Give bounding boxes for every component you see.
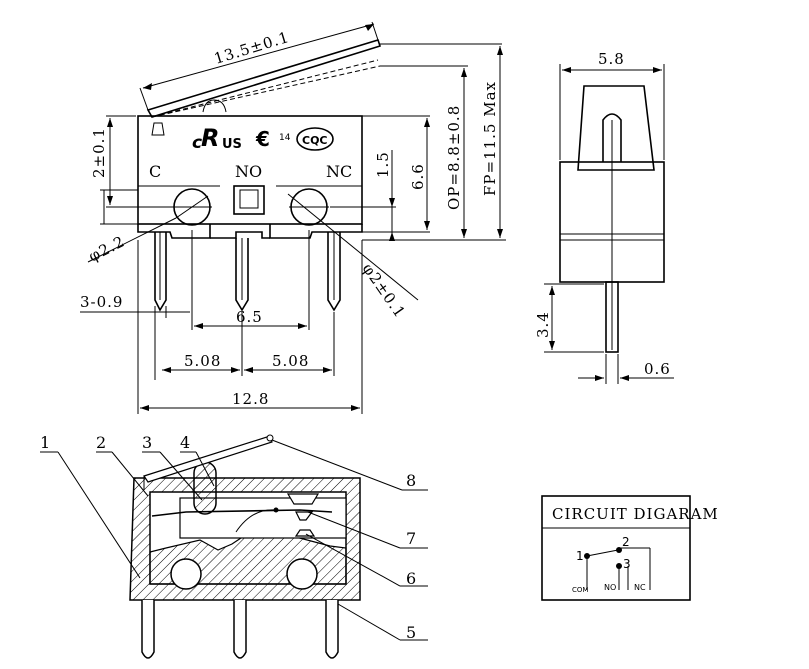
ce-number: 14 — [279, 133, 291, 143]
callout-5: 5 — [406, 623, 416, 642]
terminal-2: 2 — [622, 535, 630, 549]
terminal-com: COM — [572, 586, 588, 594]
dim-hole-right: φ2±0.1 — [359, 260, 410, 322]
dim-hole-left: φ2.2 — [86, 232, 128, 265]
ul-c-mark: c — [192, 133, 202, 153]
circuit-diagram: CIRCUIT DIGARAM 1 2 3 COM NO NC — [541, 495, 719, 601]
terminal-3: 3 — [623, 557, 631, 571]
us-mark: US — [222, 137, 242, 152]
callout-3: 3 — [142, 433, 152, 452]
dim-side-width: 5.8 — [598, 50, 625, 68]
callout-4: 4 — [180, 433, 190, 452]
certification-marks: c R US € 14 CQC — [192, 124, 334, 153]
front-dimensions — [80, 43, 506, 414]
dim-fp: FP=11.5 Max — [481, 81, 499, 196]
dim-body-length: 12.8 — [232, 390, 269, 408]
callout-8: 8 — [406, 471, 416, 490]
dim-lever-length: 13.5±0.1 — [212, 28, 292, 68]
dim-op: OP=8.8±0.8 — [445, 105, 463, 210]
dim-pin-width: 3-0.9 — [80, 293, 123, 311]
cqc-logo — [296, 127, 334, 151]
pin-label-nc: NC — [326, 162, 352, 181]
ce-mark: € — [255, 127, 270, 151]
dim-6-6: 6.6 — [409, 163, 427, 190]
dim-pin-length: 3.4 — [534, 311, 552, 338]
dim-1-5: 1.5 — [374, 151, 392, 178]
pin-label-c: C — [149, 162, 161, 181]
dim-hole-spacing: 6.5 — [236, 308, 263, 326]
dim-pin-thickness: 0.6 — [644, 360, 671, 378]
callout-2: 2 — [96, 433, 106, 452]
switch-body — [137, 115, 363, 239]
side-view: 5.8 3.4 0.6 — [534, 50, 674, 384]
cross-section — [40, 434, 428, 659]
terminal-no: NO — [604, 583, 616, 592]
callout-1: 1 — [40, 433, 50, 452]
dim-pitch-right: 5.08 — [272, 352, 309, 370]
callout-6: 6 — [406, 569, 416, 588]
callout-7: 7 — [406, 529, 416, 548]
front-view: c R US € 14 CQC C NO NC — [80, 21, 506, 414]
terminal-1: 1 — [576, 549, 584, 563]
ul-mark: R — [201, 124, 219, 152]
lever — [139, 21, 382, 118]
terminal-nc: NC — [634, 583, 646, 592]
cqc-mark: CQC — [302, 134, 328, 147]
dim-pitch-left: 5.08 — [184, 352, 221, 370]
dim-height-top: 2±0.1 — [90, 127, 108, 178]
terminal-pins — [154, 232, 341, 312]
circuit-title: CIRCUIT DIGARAM — [552, 505, 719, 523]
pin-label-no: NO — [235, 162, 262, 181]
